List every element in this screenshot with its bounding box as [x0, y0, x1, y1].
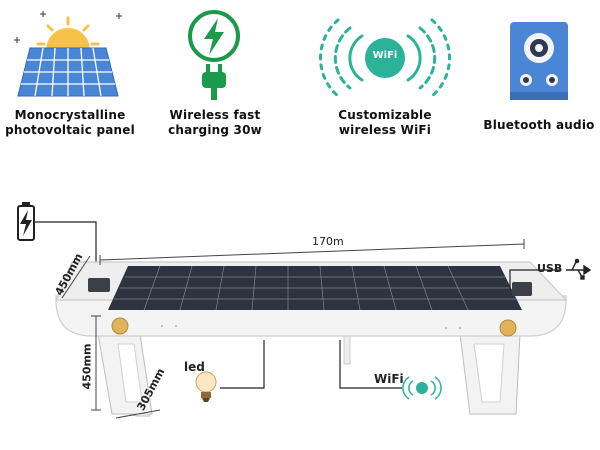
feature-label-wifi: Customizable wireless WiFi [320, 108, 450, 138]
usb-icon [566, 258, 592, 280]
height-dimension-label: 450mm [80, 343, 94, 390]
led-label: led [184, 360, 205, 374]
feature-line2: photovoltaic panel [5, 123, 135, 137]
led-bulb-icon [195, 371, 217, 402]
feature-line2: wireless WiFi [338, 123, 432, 137]
feature-line1: Monocrystalline [14, 108, 126, 122]
wifi-signal-icon [319, 18, 451, 98]
solar-panel-icon [14, 11, 122, 97]
feature-label-charging: Wireless fast charging 30w [150, 108, 280, 138]
speaker-icon [510, 22, 568, 100]
feature-line2: charging 30w [168, 123, 262, 137]
feature-label-solar-panel: Monocrystalline photovoltaic panel [0, 108, 140, 138]
feature-label-bluetooth-audio: Bluetooth audio [474, 118, 600, 133]
length-dimension-label: 170m [312, 235, 344, 248]
feature-line1: Wireless fast [169, 108, 261, 122]
feature-line1: Customizable [338, 108, 432, 122]
wifi-badge-text: WiFi [372, 50, 398, 61]
charging-plug-icon [188, 10, 240, 100]
usb-label: USB [537, 262, 563, 275]
battery-icon [17, 202, 35, 241]
small-wifi-icon [402, 376, 442, 400]
wifi-label: WiFi [374, 372, 404, 386]
feature-line1: Bluetooth audio [483, 118, 595, 132]
